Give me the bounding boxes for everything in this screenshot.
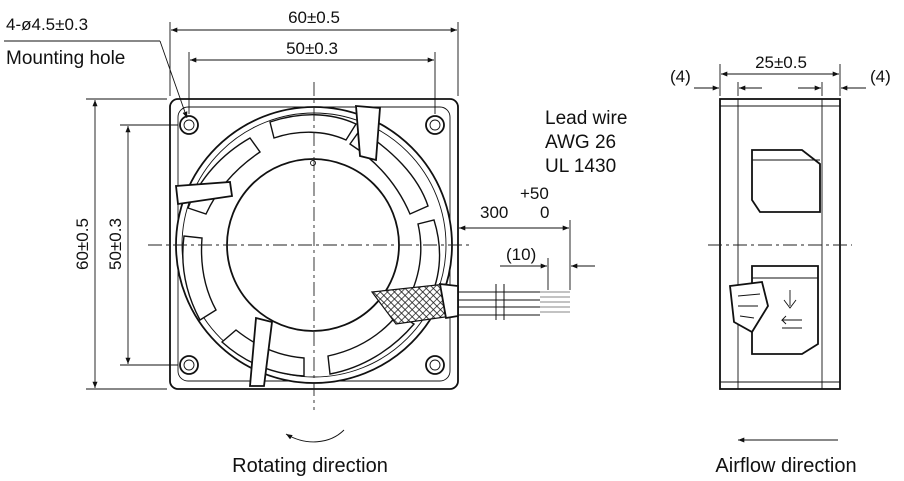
dimensions-side [694,64,866,96]
mounting-hole-label: Mounting hole [6,48,125,69]
lead-wires [458,284,570,320]
dim-flange-right: (4) [870,67,891,86]
dim-flange-left: (4) [670,67,691,86]
lead-wire-line-3: UL 1430 [545,156,616,177]
dim-wire-tol-minus: 0 [540,203,549,222]
side-rotation-symbol [780,315,802,329]
strut-top [355,105,381,162]
front-view [148,82,470,410]
dim-depth: 25±0.5 [755,53,807,72]
dim-wire-tol-plus: +50 [520,184,549,203]
dimensions-front [4,22,595,390]
strut-bottom [249,316,273,387]
hub-mark [310,160,316,166]
mounting-holes [179,115,445,375]
dim-height-outer: 60±0.5 [73,218,92,270]
rotation-arrow [285,429,345,443]
dim-width-pitch: 50±0.3 [286,39,338,58]
lead-wire-line-1: Lead wire [545,108,627,129]
dim-height-pitch: 50±0.3 [106,218,125,270]
strut-left [175,181,234,206]
side-window-upper [751,149,821,213]
side-flow-symbol [783,290,797,309]
airflow-direction-caption: Airflow direction [715,455,856,477]
wire-exit [438,282,459,320]
rotating-direction-caption: Rotating direction [232,455,388,477]
side-window-lower [751,265,819,355]
mounting-hole-dim: 4-ø4.5±0.3 [6,15,88,34]
dim-width-outer: 60±0.5 [288,8,340,27]
dim-wire-length: 300 [480,203,508,222]
side-view [708,98,852,390]
lead-wire-line-2: AWG 26 [545,132,616,153]
dim-strip-length: (10) [506,245,536,264]
